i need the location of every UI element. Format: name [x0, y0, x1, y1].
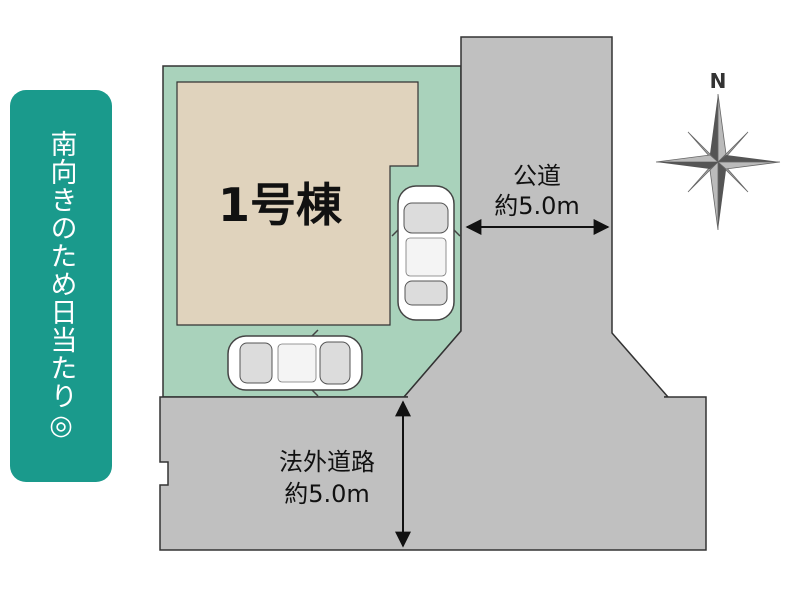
private-road-width: 約5.0m	[284, 480, 370, 508]
sunlight-badge-text: 南向きのため日当たり◎	[45, 130, 77, 442]
sunlight-badge: 南向きのため日当たり◎	[10, 90, 112, 482]
compass-north-label: N	[710, 69, 727, 93]
parked-car-vertical	[391, 185, 461, 321]
public-road-width: 約5.0m	[494, 192, 580, 220]
public-road-name: 公道	[513, 162, 561, 190]
building-footprint	[176, 81, 419, 326]
private-road-name: 法外道路	[279, 448, 375, 476]
compass-icon	[655, 93, 781, 231]
parked-car-horizontal	[227, 329, 363, 397]
building-label: 1号棟	[218, 178, 343, 232]
private-road	[159, 396, 707, 551]
